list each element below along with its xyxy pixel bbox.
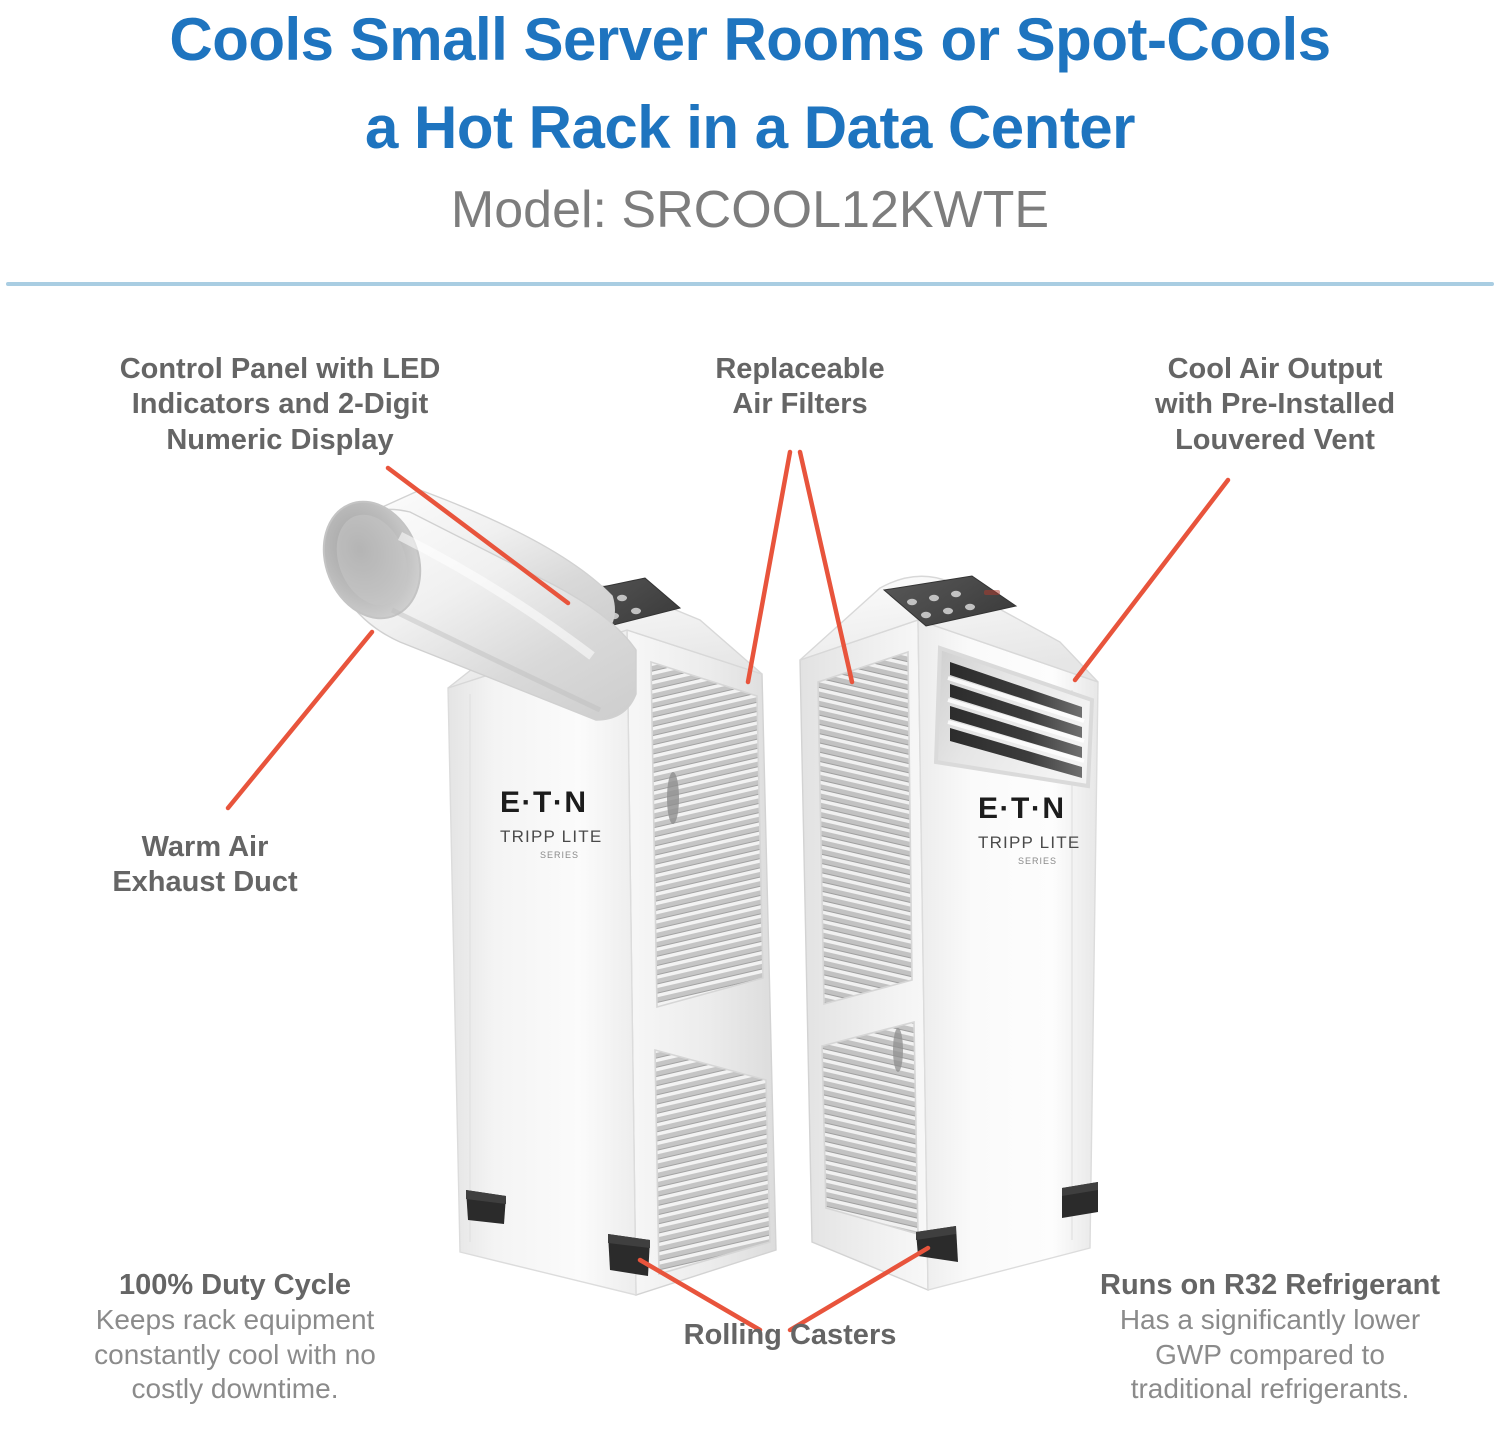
- leader-air-filter-2: [797, 449, 855, 685]
- leader-caster-left: [637, 1257, 763, 1333]
- callout-line: Exhaust Duct: [112, 866, 298, 899]
- header-divider: [6, 282, 1494, 286]
- callout-control-panel: Control Panel with LED Indicators and 2-…: [35, 352, 525, 458]
- brand-logo-left: E·T·N TRIPP LITE SERIES: [500, 786, 602, 860]
- brand-series-text-right: SERIES: [1018, 856, 1057, 866]
- callout-duty-cycle: 100% Duty Cycle Keeps rack equipment con…: [25, 1268, 445, 1406]
- callout-heading: Runs on R32 Refrigerant: [1100, 1269, 1440, 1301]
- callout-cool-air-output: Cool Air Output with Pre-Installed Louve…: [1065, 352, 1485, 458]
- page-title-line-1: Cools Small Server Rooms or Spot-Cools: [169, 6, 1331, 73]
- leader-lines: [225, 449, 1231, 1333]
- callout-line: costly downtime.: [131, 1372, 339, 1404]
- rolling-caster: [916, 1182, 1098, 1262]
- leader-control-panel: [385, 465, 571, 606]
- callout-line: Keeps rack equipment: [95, 1304, 375, 1336]
- callout-line: GWP compared to: [1155, 1338, 1385, 1370]
- callout-refrigerant: Runs on R32 Refrigerant Has a significan…: [1045, 1268, 1495, 1406]
- air-filter-grille-left: [650, 660, 771, 1276]
- callout-line: Cool Air Output: [1167, 353, 1383, 385]
- unit-right-top-cap: [799, 575, 1099, 683]
- header: Cools Small Server Rooms or Spot-Cools a…: [0, 0, 1500, 290]
- callout-line: Air Filters: [732, 388, 868, 421]
- product-unit-left: E·T·N TRIPP LITE SERIES: [322, 489, 777, 1296]
- callout-line: Rolling Casters: [683, 1319, 897, 1351]
- product-unit-right: E·T·N TRIPP LITE SERIES: [799, 575, 1099, 1292]
- callout-air-filters: Replaceable Air Filters: [620, 352, 980, 423]
- callout-line: Indicators and 2-Digit: [131, 388, 429, 421]
- control-panel-right[interactable]: [882, 575, 1018, 627]
- louvered-vent: [933, 645, 1095, 789]
- brand-mark-text: E·T·N: [500, 786, 587, 819]
- callout-warm-air-exhaust-duct: Warm Air Exhaust Duct: [45, 830, 365, 901]
- product-illustration: E·T·N TRIPP LITE SERIES: [0, 290, 1500, 1456]
- brand-mark-text-right: E·T·N: [978, 792, 1065, 825]
- warm-air-exhaust-duct: [322, 489, 637, 721]
- brand-sub-text: TRIPP LITE: [500, 827, 602, 846]
- leader-caster-right: [787, 1245, 931, 1333]
- callout-line: Louvered Vent: [1175, 423, 1375, 456]
- callout-line: constantly cool with no: [94, 1338, 376, 1370]
- callout-line: with Pre-Installed: [1154, 388, 1396, 421]
- callout-line: Warm Air: [141, 831, 269, 863]
- callout-line: Replaceable: [715, 353, 885, 385]
- leader-exhaust-duct: [225, 629, 375, 811]
- leader-air-filter-1: [745, 449, 793, 685]
- page-title-line-2: a Hot Rack in a Data Center: [364, 94, 1136, 161]
- callout-line: traditional refrigerants.: [1130, 1372, 1410, 1404]
- leader-cool-air: [1072, 477, 1231, 683]
- brand-sub-text-right: TRIPP LITE: [978, 833, 1080, 852]
- vent-slats: [950, 662, 1082, 778]
- callout-line: Numeric Display: [166, 423, 394, 456]
- callout-rolling-casters: Rolling Casters: [625, 1318, 955, 1353]
- callout-heading: 100% Duty Cycle: [118, 1269, 352, 1301]
- callout-line: Control Panel with LED: [119, 353, 441, 385]
- brand-logo-right: E·T·N TRIPP LITE SERIES: [978, 792, 1080, 866]
- brand-series-text: SERIES: [540, 850, 579, 860]
- model-number: Model: SRCOOL12KWTE: [450, 181, 1050, 239]
- rolling-caster: [466, 1190, 650, 1276]
- air-filter-grille-right: [817, 650, 919, 1236]
- callout-line: Has a significantly lower: [1119, 1304, 1421, 1336]
